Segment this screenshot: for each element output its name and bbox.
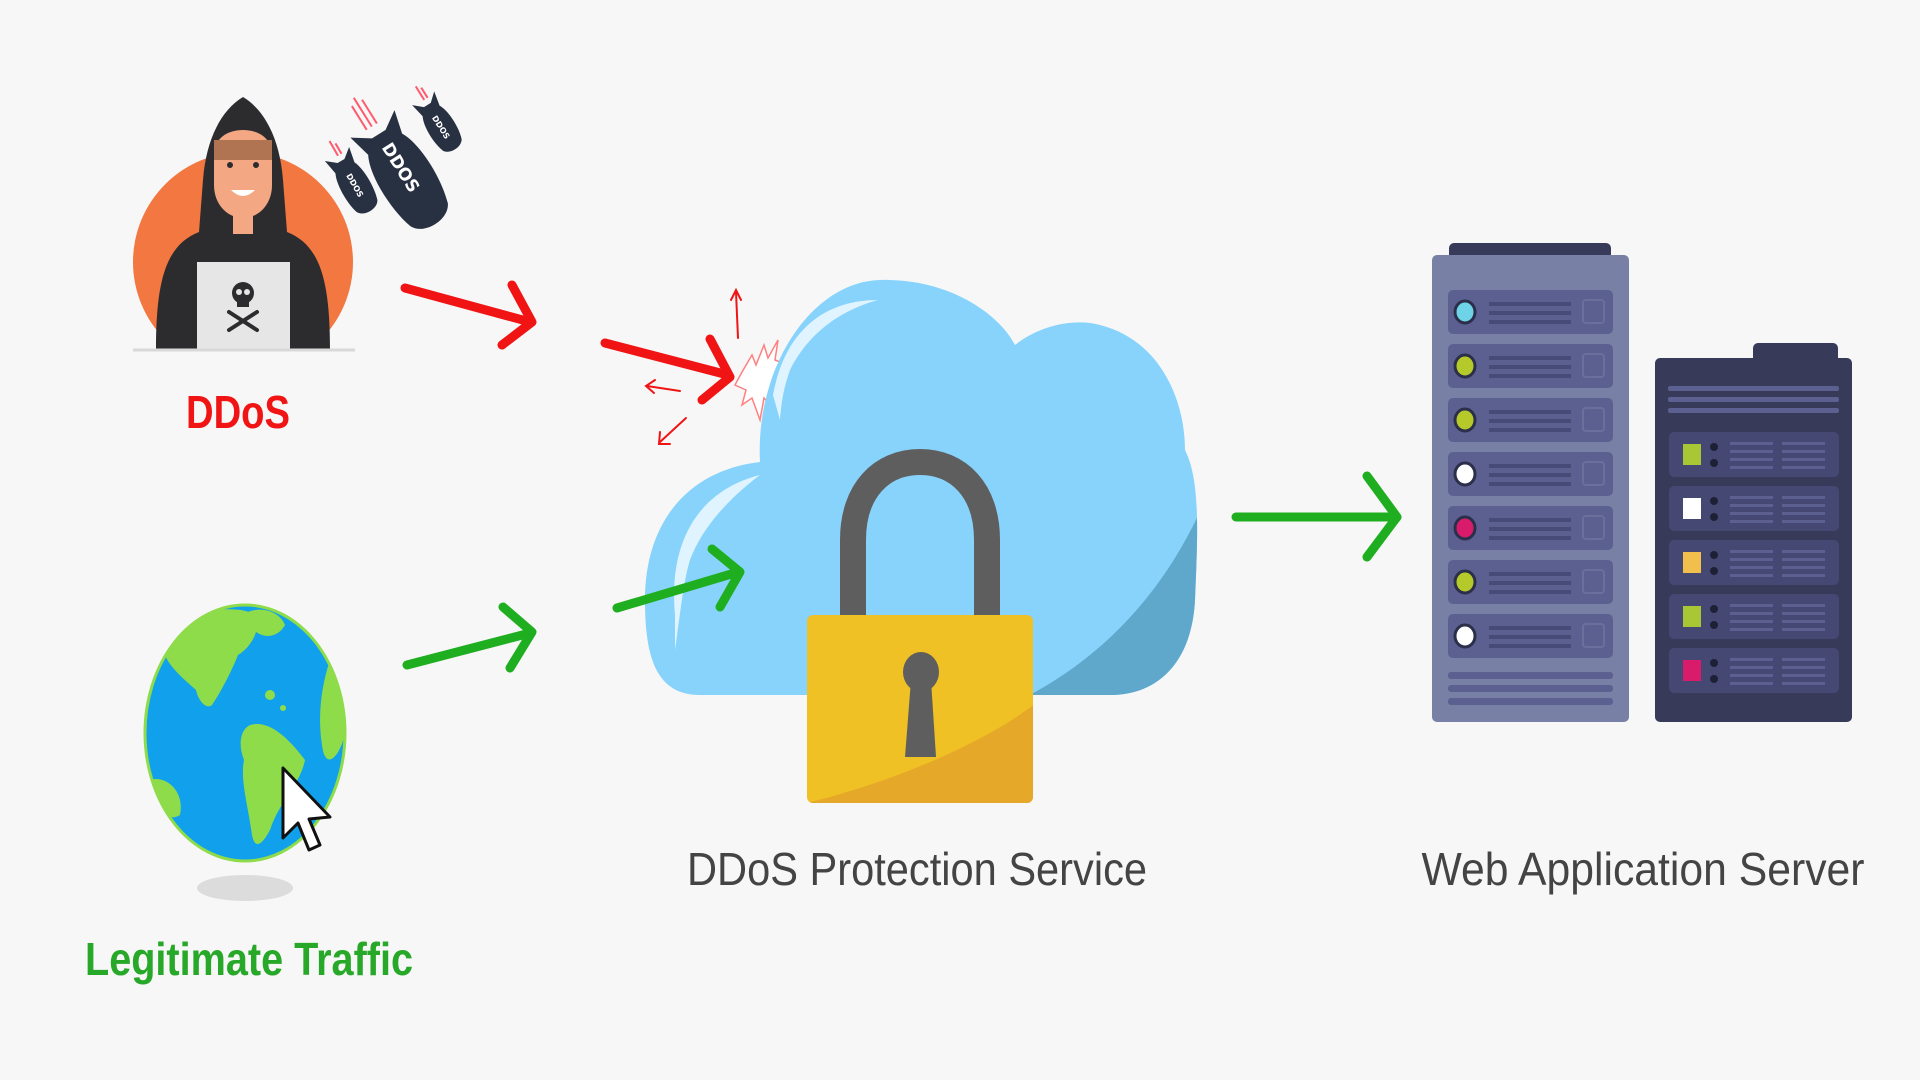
lock-shackle	[840, 448, 1000, 620]
tower-slot	[1448, 452, 1613, 496]
cloud-highlight-left	[674, 475, 760, 650]
tower-slot	[1448, 560, 1613, 604]
hacker-neck	[233, 214, 253, 234]
bombs-icon: DDOS DDOS DDOS	[324, 85, 462, 229]
status-led	[1453, 353, 1477, 379]
deflect-arrow-left	[646, 385, 681, 392]
legit-label: Legitimate Traffic	[85, 933, 413, 985]
tower-slot	[1448, 290, 1613, 334]
red-arrow-2	[600, 334, 735, 405]
globe-icon	[143, 603, 347, 863]
bomb-small-right: DDOS	[412, 85, 462, 152]
hacker-brow	[214, 140, 272, 160]
status-led	[1453, 515, 1477, 541]
mouse-cursor-icon	[281, 766, 332, 852]
green-arrow-2	[612, 544, 745, 613]
continent-north-america	[165, 609, 258, 707]
green-arrow-1	[402, 602, 537, 673]
status-led	[1683, 660, 1701, 681]
cabinet-slot	[1669, 648, 1839, 693]
status-led	[1453, 461, 1477, 487]
tower-slot	[1448, 398, 1613, 442]
lock-body-shade	[807, 700, 1033, 803]
status-led	[1453, 407, 1477, 433]
continent-south-america	[240, 724, 305, 845]
status-led	[1683, 552, 1701, 573]
status-led	[1453, 623, 1477, 649]
bomb-big: DDOS	[350, 97, 448, 229]
edge-attacker-to-protection	[400, 280, 735, 405]
status-led	[1683, 606, 1701, 627]
bomb-small-left: DDOS	[324, 140, 378, 214]
globe-shadow	[197, 875, 293, 901]
status-led	[1683, 444, 1701, 465]
protection-node	[645, 279, 1198, 803]
attacker-label: DDoS	[186, 386, 290, 438]
tower-slot	[1448, 506, 1613, 550]
cabinet-slot	[1669, 540, 1839, 585]
greenland	[248, 609, 285, 636]
legit-node: Legitimate Traffic	[85, 603, 413, 985]
hacker-icon	[133, 97, 353, 350]
cabinet-slot	[1669, 594, 1839, 639]
edge-legit-to-protection	[402, 544, 745, 673]
hacker-smile	[231, 190, 255, 196]
red-arrow-1	[400, 280, 537, 350]
status-led	[1683, 498, 1701, 519]
server-cabinet	[1655, 343, 1852, 722]
cloud-lock-icon	[645, 279, 1198, 803]
status-led	[1453, 299, 1477, 325]
deflect-arrow-up	[735, 291, 739, 339]
edge-protection-to-server	[1231, 471, 1402, 562]
hacker-eye-right	[253, 162, 259, 168]
cabinet-slot	[1669, 432, 1839, 477]
cabinet-slot	[1669, 486, 1839, 531]
status-led	[1453, 569, 1477, 595]
server-label: Web Application Server	[1422, 843, 1865, 895]
tower-slot	[1448, 614, 1613, 658]
skull-crossbones-icon	[227, 282, 259, 332]
deflect-arrow-downleft	[659, 417, 687, 443]
keyhole-icon	[903, 652, 939, 757]
tower-slot	[1448, 344, 1613, 388]
server-tower	[1432, 243, 1629, 722]
cloud-highlight-top	[773, 300, 878, 420]
server-rack-icon	[1432, 243, 1852, 722]
hacker-eye-left	[227, 162, 233, 168]
attacker-node: DDOS DDOS DDOS DDoS	[133, 85, 462, 438]
server-node: Web Application Server	[1422, 243, 1865, 895]
protection-label: DDoS Protection Service	[687, 843, 1147, 895]
